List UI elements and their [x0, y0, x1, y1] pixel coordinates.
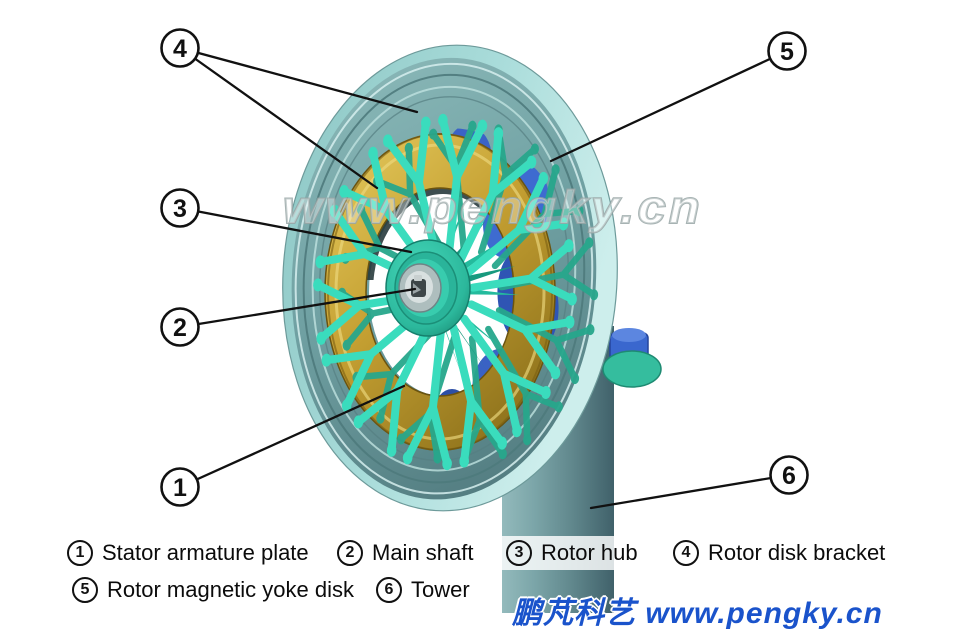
legend-num-5: 5 [72, 577, 98, 603]
legend-item-rotor-disk-bracket: 4 Rotor disk bracket [673, 540, 885, 566]
leader-5 [549, 49, 789, 163]
rotor-disk-bracket-front [313, 113, 577, 471]
legend-num-4: 4 [673, 540, 699, 566]
leader-4a [178, 46, 419, 114]
legend-label-1: Stator armature plate [102, 540, 309, 565]
svg-text:1: 1 [173, 474, 187, 502]
svg-text:3: 3 [173, 195, 187, 223]
legend-background-band [0, 536, 960, 570]
callout-4: 4 [160, 28, 200, 68]
legend-item-rotor-magnetic-yoke-disk: 5 Rotor magnetic yoke disk [72, 577, 354, 603]
svg-text:6: 6 [782, 462, 796, 490]
legend-label-6: Tower [411, 577, 470, 602]
main-shaft [398, 263, 442, 313]
leader-6 [589, 473, 791, 510]
svg-text:5: 5 [780, 38, 794, 66]
legend-label-5: Rotor magnetic yoke disk [107, 577, 354, 602]
callout-1: 1 [160, 467, 200, 507]
callout-bubbles: 4 3 2 1 5 6 [160, 28, 809, 507]
yaw-flange [602, 328, 662, 388]
legend-label-4: Rotor disk bracket [708, 540, 886, 565]
leader-3 [178, 206, 413, 254]
rotor-hub [385, 239, 471, 337]
callout-6: 6 [769, 455, 809, 495]
callout-3: 3 [160, 188, 200, 228]
legend-item-tower: 6 Tower [376, 577, 470, 603]
legend-label-3: Rotor hub [541, 540, 638, 565]
callout-2: 2 [160, 307, 200, 347]
legend-num-1: 1 [67, 540, 93, 566]
legend-num-3: 3 [506, 540, 532, 566]
watermark-text: www.pengky.cn [283, 181, 703, 233]
callout-5: 5 [767, 31, 807, 71]
callout-lines [178, 46, 791, 510]
legend-num-6: 6 [376, 577, 402, 603]
leader-2 [178, 287, 417, 329]
leader-4b [178, 46, 379, 190]
legend-item-rotor-hub: 3 Rotor hub [506, 540, 638, 566]
legend-label-2: Main shaft [372, 540, 474, 565]
legend-item-main-shaft: 2 Main shaft [337, 540, 474, 566]
svg-text:4: 4 [173, 35, 187, 63]
site-branding: 鹏芃科艺 www.pengky.cn [512, 597, 883, 630]
svg-text:2: 2 [173, 314, 187, 342]
leader-1 [178, 384, 406, 489]
legend-num-2: 2 [337, 540, 363, 566]
flange-plate [602, 350, 662, 388]
legend-item-stator-armature-plate: 1 Stator armature plate [67, 540, 309, 566]
